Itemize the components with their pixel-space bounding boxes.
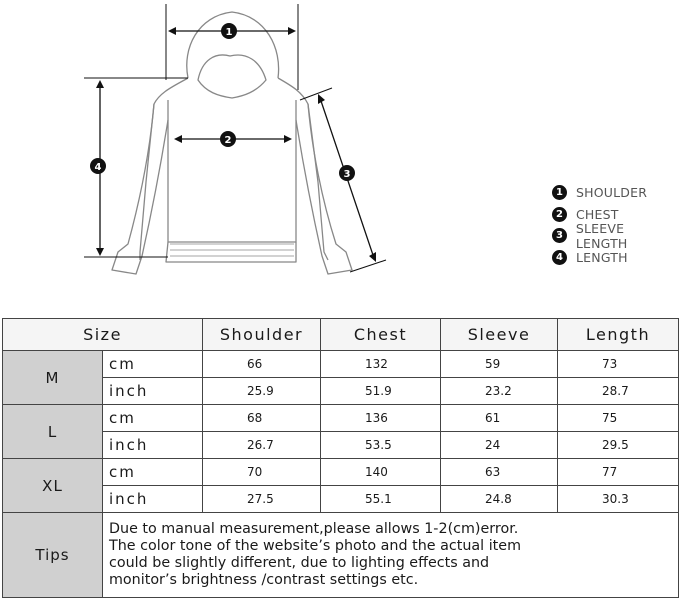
header-size: Size (2, 318, 203, 351)
measure-badges: 1 2 3 4 (90, 23, 355, 181)
table-cell: 140 (320, 458, 441, 486)
table-cell: 136 (320, 404, 441, 432)
table-cell: 24 (440, 431, 558, 459)
table-cell: 53.5 (320, 431, 441, 459)
table-cell: 29.5 (557, 431, 679, 459)
header-chest: Chest (320, 318, 441, 351)
table-cell: 59 (440, 350, 558, 378)
tips-row: Tips Due to manual measurement,please al… (2, 512, 679, 598)
table-cell: 77 (557, 458, 679, 486)
legend-num: 1 (552, 185, 567, 201)
hoodie-diagram: 1 2 3 4 (84, 4, 387, 275)
table-row: inch 27.5 55.1 24.8 30.3 (3, 485, 679, 513)
legend-num: 3 (552, 228, 567, 244)
table-cell: 132 (320, 350, 441, 378)
table-cell: 66 (202, 350, 321, 378)
header-shoulder: Shoulder (202, 318, 321, 351)
tips-text: Due to manual measurement,please allows … (102, 512, 679, 598)
table-cell: 73 (557, 350, 679, 378)
badge-sleeve-num: 3 (344, 169, 351, 180)
table-row: L cm 68 136 61 75 (2, 404, 679, 459)
tip-line: The color tone of the website’s photo an… (109, 538, 521, 554)
table-cell: 61 (440, 404, 558, 432)
table-cell: 63 (440, 458, 558, 486)
legend-item-chest: 2 CHEST (552, 204, 679, 226)
table-cell: 51.9 (320, 377, 441, 405)
badge-length-num: 4 (95, 162, 102, 173)
tips-label: Tips (2, 512, 103, 598)
unit-label: inch (102, 485, 203, 513)
table-row: M cm 66 132 59 73 (2, 350, 679, 405)
unit-label: cm (102, 350, 203, 378)
table-cell: 23.2 (440, 377, 558, 405)
table-cell: 25.9 (202, 377, 321, 405)
unit-label: cm (102, 458, 203, 486)
size-label: XL (2, 458, 103, 513)
table-cell: 26.7 (202, 431, 321, 459)
table-row: XL cm 70 140 63 77 (2, 458, 679, 513)
badge-sleeve (339, 165, 355, 181)
unit-label: inch (102, 377, 203, 405)
table-cell: 70 (202, 458, 321, 486)
legend-num: 4 (552, 249, 567, 265)
table-cell: 24.8 (440, 485, 558, 513)
table-cell: 28.7 (557, 377, 679, 405)
legend-num: 2 (552, 206, 567, 222)
tip-line: could be slightly different, due to ligh… (109, 555, 490, 571)
table-cell: 30.3 (557, 485, 679, 513)
badge-length (90, 158, 106, 174)
size-chart-table: Size Shoulder Chest Sleeve Length M cm 6… (2, 318, 679, 598)
legend-item-shoulder: 1 SHOULDER (552, 182, 679, 204)
header-sleeve: Sleeve (440, 318, 558, 351)
legend-label: SHOULDER (576, 185, 648, 201)
tip-line: Due to manual measurement,please allows … (109, 521, 519, 537)
unit-label: cm (102, 404, 203, 432)
badge-chest (220, 131, 236, 147)
badge-shoulder (221, 23, 237, 39)
legend-label: CHEST (576, 206, 619, 222)
badge-chest-num: 2 (225, 135, 232, 146)
legend-item-sleeve: 3 SLEEVE LENGTH (552, 221, 679, 251)
size-label: L (2, 404, 103, 459)
legend-label: LENGTH (576, 249, 628, 265)
table-cell: 55.1 (320, 485, 441, 513)
badge-shoulder-num: 1 (226, 27, 233, 38)
table-row: inch 26.7 53.5 24 29.5 (3, 431, 679, 459)
table-cell: 68 (202, 404, 321, 432)
measurement-legend: 1 SHOULDER 2 CHEST 3 SLEEVE LENGTH 4 LEN… (552, 182, 679, 268)
table-cell: 75 (557, 404, 679, 432)
legend-label: SLEEVE LENGTH (575, 220, 628, 251)
size-label: M (2, 350, 103, 405)
legend-item-length: 4 LENGTH (552, 247, 679, 269)
unit-label: inch (102, 431, 203, 459)
hoodie-outline (111, 11, 353, 275)
table-header-row: Size Shoulder Chest Sleeve Length (2, 318, 679, 351)
tip-line: monitor’s brightness /contrast settings … (109, 572, 419, 588)
table-row: inch 25.9 51.9 23.2 28.7 (3, 377, 679, 405)
header-length: Length (557, 318, 679, 351)
table-cell: 27.5 (202, 485, 321, 513)
